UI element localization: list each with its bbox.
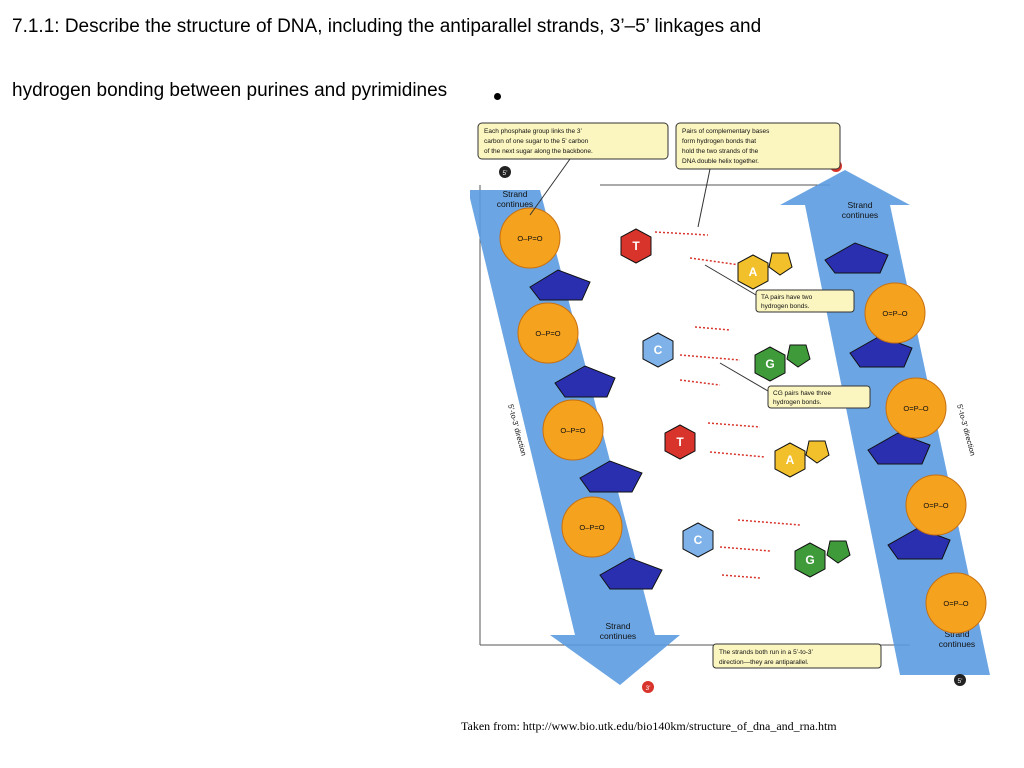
right-strand-continues-top-1: Strand xyxy=(847,200,872,210)
svg-text:O=P–O: O=P–O xyxy=(903,404,928,413)
base-cytosine-2 xyxy=(682,522,714,558)
hbond-cg2-b xyxy=(719,546,771,552)
svg-text:O–P=O: O–P=O xyxy=(517,234,542,243)
right-strand-continues-bottom-2: continues xyxy=(939,639,975,649)
svg-text:O=P–O: O=P–O xyxy=(882,309,907,318)
slide-title-line-2: hydrogen bonding between purines and pyr… xyxy=(12,80,448,101)
base-cytosine-1-letter: C xyxy=(654,343,663,357)
svg-text:of the next sugar along the ba: of the next sugar along the backbone. xyxy=(484,148,593,155)
left-phosphate-4: O–P=O xyxy=(561,496,623,558)
base-adenine-1-ring xyxy=(768,252,793,276)
hbond-ta1-a xyxy=(654,231,709,236)
left-sugar-2 xyxy=(554,365,616,398)
base-guanine-1-letter: G xyxy=(765,357,774,371)
hbond-cg1-b xyxy=(679,354,741,361)
left-phosphate-3: O–P=O xyxy=(542,399,604,461)
base-thymine-2-letter: T xyxy=(676,435,684,449)
hbond-ta1-b xyxy=(689,257,741,266)
right-phosphate-3: O=P–O xyxy=(905,474,967,536)
svg-text:Each phosphate group links the: Each phosphate group links the 3’ xyxy=(484,128,582,135)
right-sugar-2 xyxy=(849,335,913,368)
right-sugar-3 xyxy=(867,432,931,465)
base-thymine-1 xyxy=(620,228,652,264)
base-adenine-2-letter: A xyxy=(786,453,795,467)
callout-complementary-pairs: Pairs of complementary bases form hydrog… xyxy=(675,122,841,228)
svg-text:hydrogen bonds.: hydrogen bonds. xyxy=(773,399,822,406)
svg-text:direction—they are antiparalle: direction—they are antiparallel. xyxy=(719,659,809,666)
left-sugar-3 xyxy=(579,460,643,493)
left-phosphate-2: O–P=O xyxy=(517,302,579,364)
svg-text:O–P=O: O–P=O xyxy=(535,329,560,338)
callout-antiparallel: The strands both run in a 5’-to-3’ direc… xyxy=(712,643,882,669)
right-direction-label: 5’-to-3’ direction xyxy=(955,403,977,457)
base-thymine-1-letter: T xyxy=(632,239,640,253)
right-sugar-4 xyxy=(887,527,951,560)
base-adenine-2-ring xyxy=(805,440,830,464)
svg-text:hydrogen bonds.: hydrogen bonds. xyxy=(761,303,810,310)
svg-text:Pairs of complementary bases: Pairs of complementary bases xyxy=(682,128,770,135)
dna-structure-diagram: Strand continues Strand continues Strand… xyxy=(470,122,990,693)
top-left-5-prime-label: 5’ xyxy=(502,170,508,177)
hbond-cg2-c xyxy=(721,574,761,579)
bottom-right-5-prime-marker xyxy=(954,674,966,686)
base-thymine-2 xyxy=(664,424,696,460)
svg-text:DNA double helix together.: DNA double helix together. xyxy=(682,158,759,165)
bottom-left-3-prime-marker xyxy=(642,681,654,693)
left-sugar-4 xyxy=(599,557,663,590)
right-strand-continues-bottom-1: Strand xyxy=(944,629,969,639)
base-guanine-2 xyxy=(794,542,826,578)
svg-text:TA pairs have two: TA pairs have two xyxy=(761,294,813,301)
callout-ta-pairs: TA pairs have two hydrogen bonds. xyxy=(704,264,855,313)
hbond-cg2-a xyxy=(737,519,801,526)
left-strand-continues-bottom-2: continues xyxy=(600,631,636,641)
callout-cg-pairs: CG pairs have three hydrogen bonds. xyxy=(719,362,871,409)
svg-text:O=P–O: O=P–O xyxy=(923,501,948,510)
hbond-ta2-b xyxy=(709,451,766,458)
bullet-dot xyxy=(494,93,501,100)
svg-text:O–P=O: O–P=O xyxy=(579,523,604,532)
right-phosphate-1: O=P–O xyxy=(864,282,926,344)
source-caption: Taken from: http://www.bio.utk.edu/bio14… xyxy=(461,719,837,733)
svg-text:O–P=O: O–P=O xyxy=(560,426,585,435)
base-adenine-1-letter: A xyxy=(749,265,758,279)
svg-text:carbon of one sugar to the 5’: carbon of one sugar to the 5’ carbon xyxy=(484,138,589,145)
slide-title-line-1: 7.1.1: Describe the structure of DNA, in… xyxy=(12,16,762,37)
right-strand-continues-top-2: continues xyxy=(842,210,878,220)
top-left-5-prime-marker xyxy=(499,166,511,178)
base-guanine-1 xyxy=(754,346,786,382)
right-phosphate-2: O=P–O xyxy=(885,377,947,439)
right-sugar-1 xyxy=(824,242,889,274)
left-phosphate-1: O–P=O xyxy=(499,207,561,269)
base-guanine-2-ring xyxy=(826,540,851,564)
left-strand-continues-bottom-1: Strand xyxy=(605,621,630,631)
base-cytosine-2-letter: C xyxy=(694,533,703,547)
svg-text:form hydrogen bonds that: form hydrogen bonds that xyxy=(682,138,756,145)
base-guanine-1-ring xyxy=(786,344,811,368)
right-phosphate-4: O=P–O xyxy=(925,572,987,634)
base-adenine-1 xyxy=(737,254,769,290)
svg-text:O=P–O: O=P–O xyxy=(943,599,968,608)
hbond-ta2-a xyxy=(707,422,761,428)
base-adenine-2 xyxy=(774,442,806,478)
callout-phosphate-linkage: Each phosphate group links the 3’ carbon… xyxy=(477,122,669,216)
base-cytosine-1 xyxy=(642,332,674,368)
svg-text:The strands both run in a 5’-t: The strands both run in a 5’-to-3’ xyxy=(719,649,813,656)
hbond-cg1-a xyxy=(694,326,731,331)
left-sugar-1 xyxy=(529,269,591,301)
svg-text:CG pairs have three: CG pairs have three xyxy=(773,390,832,397)
left-strand-continues-top-2: continues xyxy=(497,199,533,209)
base-guanine-2-letter: G xyxy=(805,553,814,567)
svg-text:hold the two strands of the: hold the two strands of the xyxy=(682,148,759,155)
bottom-right-5-prime-label: 5’ xyxy=(957,678,963,685)
hbond-cg1-c xyxy=(679,379,721,386)
left-strand-continues-top-1: Strand xyxy=(502,189,527,199)
bottom-left-3-prime-label: 3’ xyxy=(645,685,651,692)
